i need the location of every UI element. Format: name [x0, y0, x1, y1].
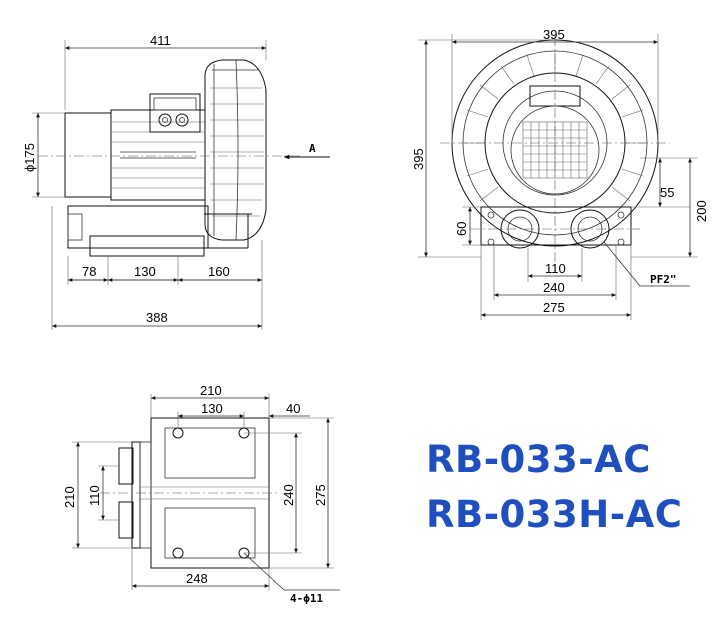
dim-base-78: 78: [82, 264, 96, 279]
mount-holes-label: 4-ϕ11: [290, 592, 323, 605]
dim-overall-length: 411: [150, 33, 171, 48]
mount-hole: [172, 427, 184, 439]
dim-base-110: 110: [87, 485, 102, 506]
dim-base-130: 130: [134, 264, 156, 279]
dim-200: 200: [694, 200, 709, 222]
dim-base-210-top: 210: [200, 383, 222, 398]
terminal-box: [149, 93, 201, 133]
dim-base-length: 388: [146, 310, 168, 325]
model-name-1: RB-033-AC: [426, 438, 651, 481]
motor-fins: [111, 121, 205, 189]
base-view: 210 130 40 210 110 240 275 248: [62, 383, 340, 605]
dim-base-210-left: 210: [62, 486, 77, 508]
dim-40: 40: [286, 401, 300, 416]
dim-base-160: 160: [208, 264, 230, 279]
dim-248: 248: [186, 571, 208, 586]
dim-240: 240: [543, 280, 565, 295]
port-thread-label: PF2": [650, 273, 677, 286]
base-pad-top: [164, 427, 256, 479]
dim-55: 55: [660, 185, 674, 200]
port-flange: [480, 206, 632, 246]
motor-fan-cover: [64, 112, 112, 198]
front-view: 395 395 55 200 60 110 240 275: [411, 27, 709, 320]
model-name-2: RB-033H-AC: [426, 493, 682, 536]
dim-275: 275: [543, 300, 565, 315]
dim-front-width: 395: [543, 27, 565, 42]
mount-hole: [172, 547, 184, 559]
housing-ribs: [210, 59, 264, 241]
dim-base-240: 240: [281, 484, 296, 506]
dim-front-height: 395: [411, 148, 426, 170]
dim-base-275: 275: [313, 484, 328, 506]
side-view: A 411 ϕ175 78 130 160 388: [22, 33, 330, 330]
motor-body: [110, 109, 206, 201]
base-foot: [89, 235, 205, 257]
dim-motor-diameter: ϕ175: [22, 143, 37, 172]
dim-60: 60: [454, 222, 469, 236]
port-block: [67, 205, 209, 249]
view-arrow-label: A: [309, 142, 316, 155]
blower-housing: [204, 59, 267, 241]
base-pad-bottom: [164, 507, 256, 559]
dim-port-110: 110: [545, 261, 566, 276]
dim-hole-130: 130: [201, 401, 223, 416]
